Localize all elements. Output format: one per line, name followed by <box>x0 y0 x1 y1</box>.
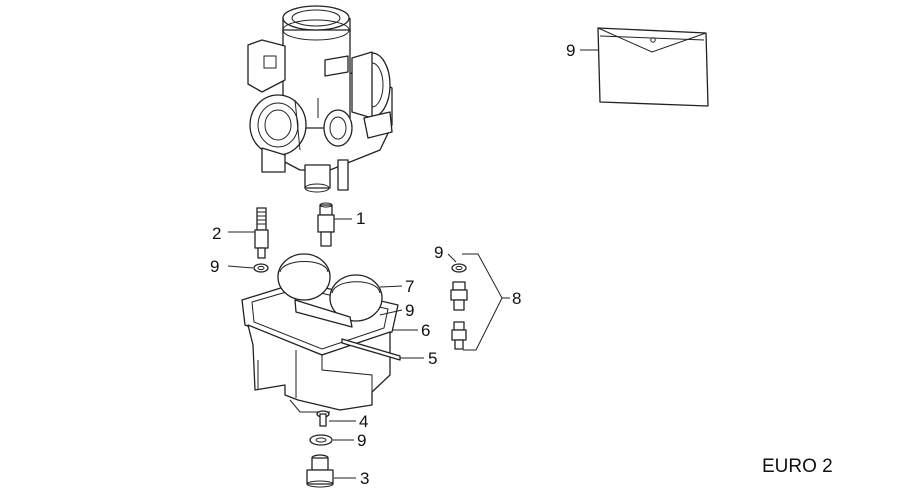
float-pair: 7 <box>277 253 414 328</box>
callout-needle-kit: 8 <box>512 289 521 308</box>
callout-float: 7 <box>405 277 414 296</box>
callout-drain-plug: 3 <box>360 469 369 488</box>
screw: 4 <box>316 410 368 431</box>
needle-valve-kit: 9 8 <box>434 243 521 351</box>
callout-pin: 5 <box>428 349 437 368</box>
callout-washer-kit: 9 <box>434 243 443 262</box>
float-pin: 5 <box>341 338 437 368</box>
carburetor-body <box>247 5 393 193</box>
callout-part-2: 2 <box>212 224 221 243</box>
model-tag: EURO 2 <box>762 456 833 477</box>
drain-plug: 3 <box>306 454 369 488</box>
callout-washer-gasket: 9 <box>405 301 414 320</box>
part-2-jet: 2 <box>212 207 269 259</box>
washer-bottom: 9 <box>309 431 366 450</box>
callout-washer-left: 9 <box>210 257 219 276</box>
washer-left: 9 <box>210 257 269 276</box>
callout-screw: 4 <box>359 412 368 431</box>
callout-gasket: 6 <box>421 321 430 340</box>
callout-washer-bottom: 9 <box>357 431 366 450</box>
parts-bag: 9 <box>566 27 709 107</box>
callout-bag: 9 <box>566 41 575 60</box>
part-1-jet: 1 <box>317 202 365 247</box>
callout-part-1: 1 <box>356 209 365 228</box>
